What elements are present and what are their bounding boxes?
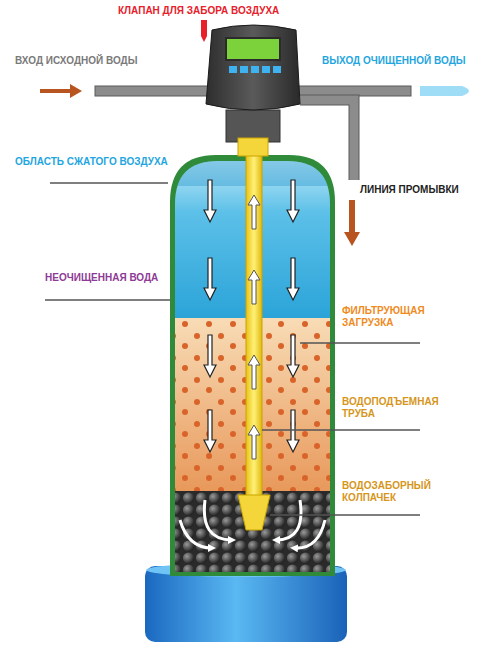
leader-line bbox=[270, 514, 420, 516]
valve-body bbox=[206, 25, 300, 110]
intake-cap bbox=[238, 495, 270, 530]
callout-label: ЛИНИЯ ПРОМЫВКИ bbox=[360, 184, 459, 196]
outlet-arrow bbox=[420, 86, 469, 96]
callout-label: КЛАПАН ДЛЯ ЗАБОРА ВОЗДУХА bbox=[118, 5, 279, 17]
flush-arrow bbox=[344, 200, 360, 246]
flow-arrow bbox=[204, 180, 216, 222]
leader-lines bbox=[45, 183, 420, 515]
gravel-layer bbox=[170, 491, 340, 576]
valve-collar bbox=[226, 110, 280, 142]
callout-label: ВОДОПОДЪЕМНАЯ ТРУБА bbox=[342, 396, 442, 420]
leader-line bbox=[300, 342, 420, 344]
pipe-top bbox=[238, 138, 268, 156]
air-valve-marker bbox=[201, 20, 207, 42]
valve-button bbox=[262, 66, 270, 73]
flow-arrows-bottom bbox=[180, 500, 325, 548]
valve-display bbox=[226, 38, 280, 60]
valve-button bbox=[229, 66, 237, 73]
flow-arrow bbox=[294, 520, 325, 548]
flow-arrows-up bbox=[248, 195, 260, 459]
flow-arrow bbox=[180, 520, 212, 548]
valve-button bbox=[273, 66, 281, 73]
callout-label: ОБЛАСТЬ СЖАТОГО ВОЗДУХА bbox=[15, 156, 168, 168]
callout-label: ВХОД ИСХОДНОЙ ВОДЫ bbox=[15, 55, 138, 67]
flow-arrow bbox=[248, 270, 260, 304]
flow-arrow bbox=[248, 195, 260, 229]
flow-arrow bbox=[204, 500, 232, 540]
valve-button bbox=[251, 66, 259, 73]
control-valve bbox=[206, 25, 300, 156]
riser-pipe bbox=[246, 145, 262, 505]
tank-contents bbox=[170, 155, 340, 576]
base-cylinder bbox=[145, 566, 347, 642]
flow-arrow bbox=[204, 335, 216, 377]
flow-arrow bbox=[287, 258, 299, 300]
leader-line bbox=[262, 429, 420, 431]
leader-line bbox=[50, 182, 168, 184]
flow-arrow bbox=[248, 425, 260, 459]
flow-arrow bbox=[248, 355, 260, 389]
callout-label: ВЫХОД ОЧИЩЕННОЙ ВОДЫ bbox=[322, 55, 466, 67]
callout-label: ФИЛЬТРУЮЩАЯ ЗАГРУЗКА bbox=[342, 305, 442, 329]
flow-arrow bbox=[204, 410, 216, 452]
inlet-arrow bbox=[40, 84, 82, 98]
flow-arrow bbox=[204, 258, 216, 300]
leader-line bbox=[45, 299, 170, 301]
flow-arrow bbox=[276, 500, 301, 540]
callout-label: ВОДОЗАБОРНЫЙ КОЛПАЧЕК bbox=[342, 480, 442, 504]
valve-button bbox=[240, 66, 248, 73]
flow-arrow bbox=[287, 335, 299, 377]
flow-arrow bbox=[287, 410, 299, 452]
callout-label: НЕОЧИЩЕННАЯ ВОДА bbox=[45, 272, 158, 284]
flow-arrow bbox=[287, 180, 299, 222]
